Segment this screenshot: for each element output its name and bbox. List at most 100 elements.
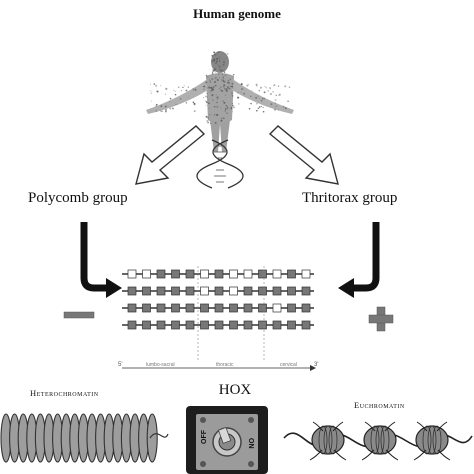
hox-gene-box bbox=[301, 269, 311, 279]
speckle-dot bbox=[263, 97, 266, 100]
speckle-dot bbox=[250, 95, 252, 98]
speckle-dot bbox=[264, 85, 266, 87]
speckle-dot bbox=[259, 86, 263, 89]
speckle-dot bbox=[182, 86, 184, 89]
switch-off-label: OFF bbox=[201, 429, 208, 444]
speckle-dot bbox=[216, 98, 218, 101]
speckle-dot bbox=[272, 90, 274, 93]
speckle-dot bbox=[237, 96, 240, 99]
hox-gene-box bbox=[142, 269, 151, 279]
speckle-dot bbox=[177, 86, 180, 88]
speckle-dot bbox=[247, 83, 249, 86]
speckle-dot bbox=[222, 117, 225, 120]
hox-gene-box bbox=[243, 320, 253, 330]
speckle-dot bbox=[224, 94, 227, 96]
speckle-dot bbox=[212, 99, 214, 101]
speckle-dot bbox=[207, 76, 209, 78]
speckle-dot bbox=[275, 105, 278, 108]
speckle-dot bbox=[208, 86, 211, 89]
speckle-dot bbox=[216, 60, 218, 63]
nucleosome bbox=[361, 421, 399, 461]
speckle-dot bbox=[237, 91, 239, 93]
hox-gene-box bbox=[243, 286, 253, 296]
speckle-dot bbox=[215, 94, 217, 96]
speckle-dot bbox=[183, 85, 185, 87]
speckle-dot bbox=[221, 79, 223, 81]
speckle-dot bbox=[156, 103, 158, 106]
speckle-dot bbox=[165, 87, 168, 90]
hox-gene-box bbox=[171, 303, 180, 313]
speckle-dot bbox=[231, 83, 233, 85]
speckle-dot bbox=[262, 107, 264, 109]
speckle-dot bbox=[220, 119, 223, 122]
hox-gene-box bbox=[156, 303, 166, 313]
speckle-dot bbox=[260, 99, 263, 102]
speckle-dot bbox=[213, 68, 216, 71]
speckle-dot bbox=[213, 53, 216, 56]
speckle-dot bbox=[236, 93, 238, 95]
hox-gene-box bbox=[142, 303, 151, 313]
speckle-dot bbox=[219, 57, 221, 59]
speckle-dot bbox=[219, 88, 221, 90]
speckle-dot bbox=[173, 89, 175, 91]
speckle-dot bbox=[219, 76, 220, 78]
hox-gene-box bbox=[243, 269, 253, 279]
heterochromatin-coil-illustration bbox=[0, 413, 169, 463]
speckle-dot bbox=[270, 103, 273, 106]
speckle-dot bbox=[226, 52, 229, 55]
hox-gene-box bbox=[200, 269, 209, 279]
speckle-dot bbox=[282, 105, 285, 108]
speckle-dot bbox=[225, 88, 228, 91]
speckle-dot bbox=[225, 105, 227, 107]
hox-gene-box bbox=[127, 269, 137, 279]
hox-gene-box bbox=[301, 286, 311, 296]
minus-sign-icon bbox=[63, 311, 95, 319]
speckle-dot bbox=[217, 64, 219, 66]
speckle-dot bbox=[219, 65, 221, 68]
speckle-dot bbox=[232, 84, 234, 86]
speckle-dot bbox=[269, 87, 272, 90]
speckle-dot bbox=[214, 76, 217, 80]
speckle-dot bbox=[226, 106, 229, 108]
speckle-dot bbox=[232, 106, 236, 109]
hox-gene-box bbox=[214, 286, 224, 296]
speckle-dot bbox=[255, 97, 257, 99]
speckle-dot bbox=[206, 119, 209, 123]
speckle-dot bbox=[232, 95, 234, 97]
speckle-dot bbox=[211, 70, 214, 73]
heterochromatin-tail bbox=[149, 433, 169, 439]
speckle-dot bbox=[278, 86, 280, 87]
speckle-dot bbox=[278, 95, 280, 96]
speckle-dot bbox=[160, 105, 163, 107]
heterochromatin-coil bbox=[146, 413, 158, 463]
speckle-dot bbox=[262, 110, 265, 113]
speckle-dot bbox=[149, 83, 151, 86]
hox-gene-box bbox=[258, 286, 267, 296]
hox-gene-box bbox=[127, 303, 137, 313]
speckle-dot bbox=[205, 81, 208, 84]
speckle-dot bbox=[203, 97, 205, 99]
speckle-dot bbox=[209, 80, 212, 82]
speckle-dot bbox=[222, 100, 225, 102]
speckle-dot bbox=[222, 76, 225, 78]
speckle-dot bbox=[192, 89, 194, 91]
speckle-dot bbox=[223, 62, 225, 64]
polycomb-group-label: Polycomb group bbox=[28, 190, 128, 206]
speckle-dot bbox=[221, 73, 224, 75]
speckle-dot bbox=[232, 82, 234, 85]
speckle-dot bbox=[223, 86, 225, 88]
speckle-dot bbox=[223, 70, 225, 72]
speckle-dot bbox=[220, 107, 222, 109]
speckle-dot bbox=[213, 80, 217, 84]
left-bent-arrow-icon bbox=[80, 222, 122, 298]
speckle-dot bbox=[221, 90, 224, 92]
speckle-dot bbox=[207, 117, 208, 119]
speckle-dot bbox=[180, 90, 183, 92]
speckle-dot bbox=[255, 102, 258, 105]
speckle-dot bbox=[150, 92, 153, 94]
speckle-dot bbox=[210, 86, 213, 89]
diagram-title: Human genome bbox=[193, 6, 281, 21]
speckle-dot bbox=[256, 94, 258, 96]
speckle-dot bbox=[222, 77, 224, 79]
